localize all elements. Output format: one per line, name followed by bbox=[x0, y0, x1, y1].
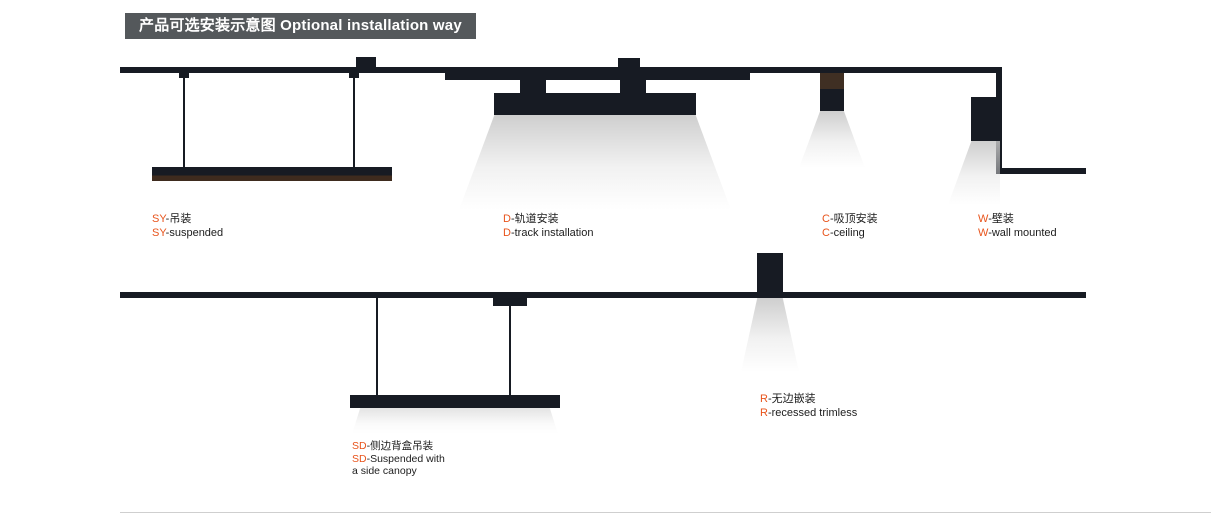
sy-wire-right bbox=[353, 73, 355, 168]
sy-power-feed-box bbox=[356, 57, 376, 67]
recessed-fixture bbox=[757, 253, 783, 292]
sy-wire-left bbox=[183, 73, 185, 168]
label-sd-en2: a side canopy bbox=[352, 465, 417, 477]
label-d: D-轨道安装 D-track installation bbox=[503, 212, 594, 240]
track-light-beam bbox=[459, 115, 731, 210]
wall-vertical-line bbox=[996, 67, 1002, 174]
track-connector-right bbox=[620, 80, 646, 95]
label-sd-en: SD-Suspended with bbox=[352, 452, 445, 465]
wall-lower-ceiling-line bbox=[996, 168, 1086, 174]
label-w-zh: W-壁装 bbox=[978, 213, 1014, 225]
label-w: W-壁装 W-wall mounted bbox=[978, 212, 1057, 240]
recessed-light-beam bbox=[741, 298, 799, 372]
label-r: R-无边嵌装 R-recessed trimless bbox=[760, 392, 857, 420]
page-title: 产品可选安装示意图 Optional installation way bbox=[139, 17, 462, 34]
sd-wire-left bbox=[376, 298, 378, 397]
track-rail bbox=[445, 73, 750, 80]
track-connector-left bbox=[520, 80, 546, 95]
ceiling-light-beam bbox=[799, 111, 865, 168]
title-banner: 产品可选安装示意图 Optional installation way bbox=[125, 13, 476, 39]
label-c-zh: C-吸顶安装 bbox=[822, 213, 878, 225]
bottom-divider bbox=[120, 512, 1211, 513]
ceiling-mounted-fixture bbox=[820, 73, 844, 111]
wall-fixture bbox=[971, 97, 997, 141]
sy-fixture bbox=[152, 167, 392, 181]
label-sd: SD-侧边背盒吊装 SD-Suspended with a side canop… bbox=[352, 440, 445, 478]
label-sy-en: SY-suspended bbox=[152, 227, 224, 239]
ceiling-line-top bbox=[120, 67, 1002, 73]
sd-fixture bbox=[350, 395, 560, 408]
sd-light-glow bbox=[352, 408, 558, 434]
label-d-en: D-track installation bbox=[503, 227, 594, 239]
track-fixture bbox=[494, 93, 696, 115]
label-d-zh: D-轨道安装 bbox=[503, 213, 559, 225]
label-r-zh: R-无边嵌装 bbox=[760, 393, 816, 405]
sd-wire-right bbox=[509, 298, 511, 397]
label-sy: SY-吊装 SY-suspended bbox=[152, 212, 223, 240]
label-sy-zh: SY-吊装 bbox=[152, 213, 192, 225]
track-power-feed-box bbox=[618, 58, 640, 67]
label-r-en: R-recessed trimless bbox=[760, 407, 858, 419]
label-c: C-吸顶安装 C-ceiling bbox=[822, 212, 878, 240]
label-sd-zh: SD-侧边背盒吊装 bbox=[352, 440, 434, 452]
label-w-en: W-wall mounted bbox=[978, 227, 1057, 239]
wall-light-beam bbox=[948, 141, 1000, 205]
label-c-en: C-ceiling bbox=[822, 227, 865, 239]
ceiling-line-bottom bbox=[120, 292, 1086, 298]
